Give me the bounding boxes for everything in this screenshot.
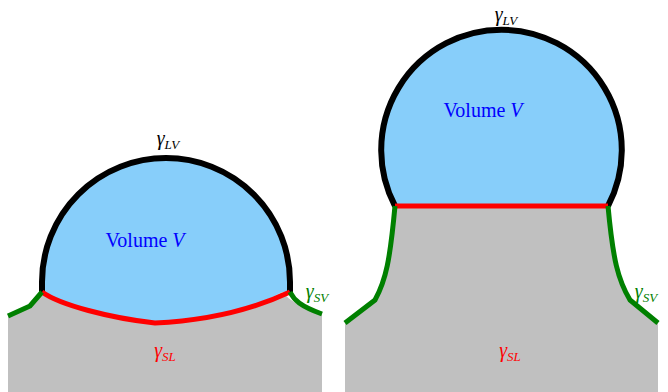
label-subscript: LV (503, 13, 518, 28)
label-word: Volume (105, 229, 172, 251)
label-word: Volume (443, 99, 510, 121)
surface-tension-label: γSL (499, 340, 521, 360)
solid-vapour-interface (8, 292, 42, 316)
volume-label: Volume V (105, 230, 184, 250)
volume-label: Volume V (443, 100, 522, 120)
label-subscript: SV (314, 290, 328, 305)
solid-vapour-interface (345, 206, 395, 323)
surface-tension-label: γLV (495, 4, 518, 24)
solid-liquid-interface (42, 292, 290, 323)
label-symbol: γ (306, 280, 314, 302)
droplet (381, 30, 622, 206)
pillar-substrate (345, 206, 658, 392)
label-symbol: V (172, 229, 184, 251)
surface-tension-label: γSV (306, 281, 328, 301)
liquid-vapour-interface (42, 158, 290, 292)
liquid-vapour-interface (381, 30, 622, 206)
droplet (42, 158, 290, 323)
label-symbol: γ (157, 127, 165, 149)
surface-tension-label: γLV (157, 128, 180, 148)
label-symbol: γ (635, 280, 643, 302)
label-symbol: γ (499, 339, 507, 361)
label-subscript: LV (165, 137, 180, 152)
label-subscript: SV (643, 290, 657, 305)
surface-tension-label: γSL (154, 340, 176, 360)
label-symbol: γ (495, 3, 503, 25)
label-subscript: SL (162, 349, 176, 364)
label-symbol: γ (154, 339, 162, 361)
solid-vapour-interface (608, 206, 658, 323)
label-subscript: SL (507, 349, 521, 364)
label-symbol: V (510, 99, 522, 121)
solid-liquid-interface (395, 204, 608, 209)
surface-tension-label: γSV (635, 281, 657, 301)
